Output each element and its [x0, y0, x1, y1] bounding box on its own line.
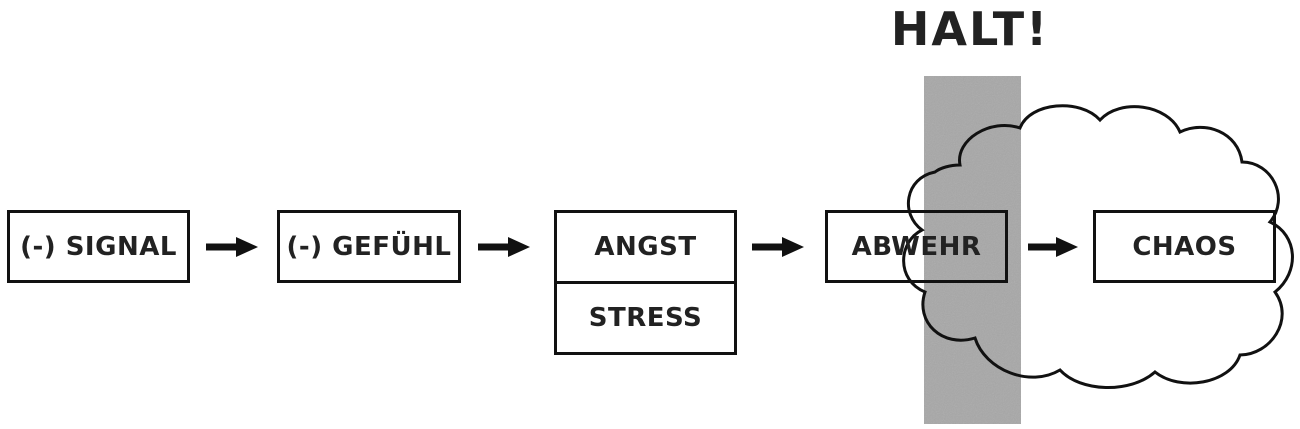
arrow-angst-to-abwehr: [752, 237, 804, 257]
arrow-gefuehl-to-angst: [478, 237, 530, 257]
chaos-cloud: [902, 104, 1294, 389]
node-chaos: CHAOS: [1093, 210, 1276, 283]
halt-label: HALT!: [890, 2, 1050, 56]
node-chaos-label: CHAOS: [1132, 231, 1237, 262]
node-abwehr: ABWEHR: [825, 210, 1008, 283]
node-angst: ANGST: [554, 210, 737, 284]
node-gefuehl-label: (-) GEFÜHL: [286, 231, 452, 262]
node-stress-label: STRESS: [588, 303, 703, 333]
arrow-abwehr-to-chaos: [1028, 237, 1078, 257]
halt-bar: [924, 76, 1021, 424]
node-gefuehl: (-) GEFÜHL: [277, 210, 461, 283]
node-angst-label: ANGST: [594, 232, 697, 262]
node-signal-label: (-) SIGNAL: [20, 231, 177, 262]
arrow-signal-to-gefuehl: [206, 237, 258, 257]
node-stress: STRESS: [554, 281, 737, 355]
node-abwehr-label: ABWEHR: [851, 231, 982, 262]
node-signal: (-) SIGNAL: [7, 210, 190, 283]
